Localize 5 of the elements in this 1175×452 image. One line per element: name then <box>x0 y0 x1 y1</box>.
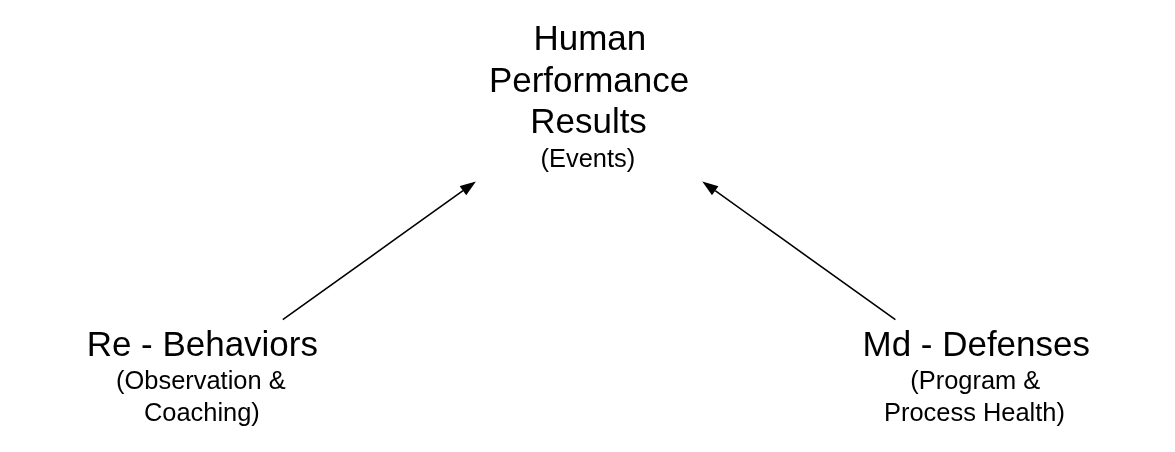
node-text: Human Performance Results (Events) <box>488 18 690 172</box>
arrow <box>702 181 897 321</box>
node-text: Re - Behaviors (Observation & Coaching) <box>86 323 318 427</box>
node-text: Md - Defenses (Program & Process Health) <box>862 323 1090 427</box>
arrow <box>282 181 476 321</box>
